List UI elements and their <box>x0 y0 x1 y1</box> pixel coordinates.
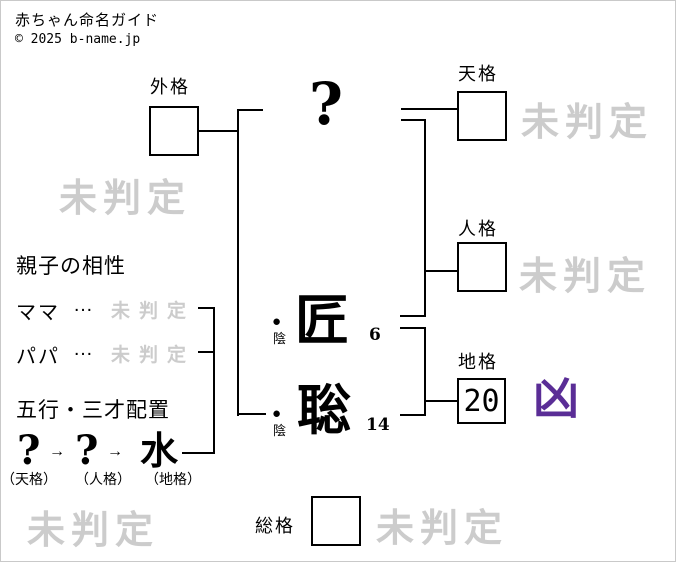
tick-satoshi-right <box>400 414 426 416</box>
rail-chikaku <box>424 327 426 416</box>
tick-gogyo <box>182 452 214 454</box>
soukaku-label: 総格 <box>255 516 295 536</box>
connector-chikaku <box>424 400 457 402</box>
jinkaku-result-watermark: 未判定 <box>519 253 652 298</box>
gogyo-chikaku-symbol: 水 <box>140 428 179 473</box>
satoshi-inyo-bullet: ● <box>272 405 282 422</box>
site-title: 赤ちゃん命名ガイド <box>15 12 160 29</box>
gogyo-jinkaku-symbol: ? <box>75 427 99 474</box>
gaikaku-result-watermark: 未判定 <box>59 175 192 220</box>
surname-char-placeholder: ? <box>309 70 343 138</box>
takumi-stroke-count: 6 <box>369 325 381 345</box>
bracket-compatibility <box>213 307 215 454</box>
gogyo-heading: 五行・三才配置 <box>16 399 170 422</box>
mama-label: ママ <box>16 302 60 324</box>
tenkaku-result-watermark: 未判定 <box>521 99 654 144</box>
takumi-inyo-label: 陰 <box>273 331 287 346</box>
satoshi-inyo-label: 陰 <box>273 423 287 438</box>
papa-label: パパ <box>16 346 60 368</box>
gogyo-tenkaku-symbol: ? <box>17 427 41 474</box>
mama-dots: … <box>73 294 93 316</box>
gogyo-tenkaku-caption: （天格） <box>1 471 57 487</box>
connector-tenkaku <box>401 108 457 110</box>
compatibility-heading: 親子の相性 <box>16 255 126 278</box>
soukaku-box <box>311 496 361 546</box>
gogyo-arrow-1: → <box>49 443 65 460</box>
name-char-satoshi: 聡 <box>297 378 351 442</box>
jinkaku-label: 人格 <box>458 219 498 239</box>
chikaku-value: 20 <box>463 383 500 419</box>
copyright-text: © 2025 b-name.jp <box>15 32 141 47</box>
tenkaku-box <box>457 91 507 141</box>
gogyo-result-watermark: 未判定 <box>27 507 160 552</box>
gogyo-chikaku-caption: （地格） <box>145 471 201 487</box>
papa-result-watermark: 未判定 <box>111 344 196 366</box>
tick-takumi-lower <box>400 327 426 329</box>
name-char-takumi: 匠 <box>295 288 349 352</box>
rail-gaikaku <box>237 109 239 416</box>
gogyo-jinkaku-caption: （人格） <box>75 471 131 487</box>
soukaku-result-watermark: 未判定 <box>376 505 509 550</box>
tick-takumi-upper <box>400 315 426 317</box>
connector-jinkaku <box>424 270 457 272</box>
tick-surname-right <box>401 119 426 121</box>
tick-papa <box>198 351 215 353</box>
gaikaku-box <box>149 106 199 156</box>
gogyo-arrow-2: → <box>107 443 123 460</box>
mama-result-watermark: 未判定 <box>111 300 196 322</box>
papa-dots: … <box>73 338 93 360</box>
tick-satoshi-left <box>237 413 266 415</box>
chikaku-result-bad: 凶 <box>533 371 579 425</box>
tick-surname-left <box>237 109 263 111</box>
chikaku-label: 地格 <box>458 352 498 372</box>
gaikaku-label: 外格 <box>150 77 190 97</box>
rail-jinkaku <box>424 119 426 317</box>
satoshi-stroke-count: 14 <box>366 415 390 435</box>
tenkaku-label: 天格 <box>458 64 498 84</box>
jinkaku-box <box>457 242 507 292</box>
chikaku-box: 20 <box>457 378 506 424</box>
tick-mama <box>198 307 215 309</box>
connector-gaikaku <box>198 130 239 132</box>
takumi-inyo-bullet: ● <box>272 313 282 330</box>
